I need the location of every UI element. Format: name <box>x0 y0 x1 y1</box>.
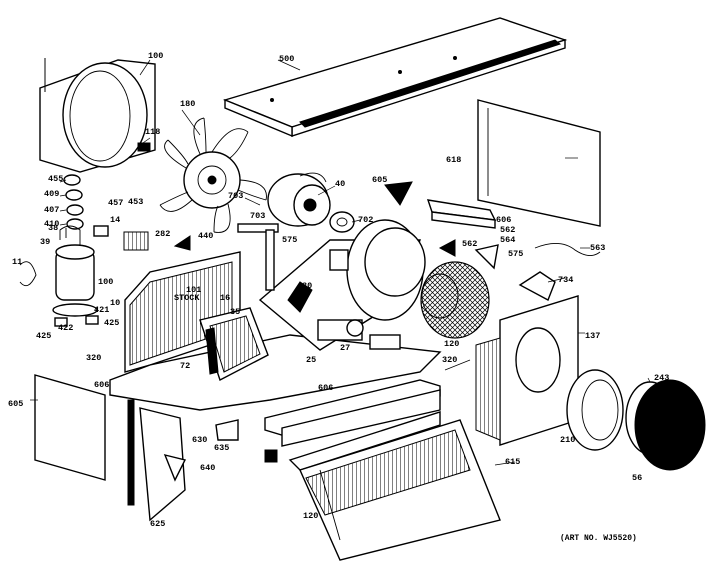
callout-fan-blade: 180 <box>180 99 195 109</box>
callout-motor-bracket: 703 <box>250 211 265 221</box>
mount-hardware <box>63 142 191 251</box>
callout-panel-left: 605 <box>8 399 23 409</box>
callout-blower: 30 <box>302 281 312 291</box>
callout-grommet-b: 410 <box>44 219 59 229</box>
callout-grommet-a: 407 <box>44 205 59 215</box>
callout-motor-mount: 703 <box>228 191 243 201</box>
condenser-shroud <box>39 58 156 173</box>
callout-condenser: 101 <box>186 285 201 295</box>
callout-scroll-b: 35 <box>230 307 240 317</box>
callout-bush: 734 <box>558 275 573 285</box>
callout-wire: 563 <box>590 243 605 253</box>
callout-bar-c: 564 <box>500 235 515 245</box>
callout-500: 500 <box>279 54 294 64</box>
callout-nut-a: 455 <box>48 174 63 184</box>
callout-thermo: STOCK <box>174 293 200 303</box>
right-side-panel <box>477 99 601 256</box>
callout-clip: 14 <box>110 215 120 225</box>
callout-nut-b: 409 <box>44 189 59 199</box>
callout-wheel: 120 <box>444 339 459 349</box>
callout-tri: 562 <box>462 239 477 249</box>
callout-filter: 640 <box>200 463 215 473</box>
callout-channel: 625 <box>150 519 165 529</box>
callout-tube-b: 39 <box>40 237 50 247</box>
front-bulkhead <box>475 295 579 446</box>
callout-guard: 56 <box>632 473 642 483</box>
callout-wedge: 440 <box>198 231 213 241</box>
fan-motor <box>267 172 331 227</box>
callout-ring: 210 <box>560 435 575 445</box>
callout-mount-b: 422 <box>58 323 73 333</box>
callout-mount-a: 425 <box>36 331 51 341</box>
callout-spring: 118 <box>145 127 160 137</box>
callout-panel-right: 618 <box>446 155 461 165</box>
top-cover-plate <box>222 17 568 138</box>
callout-inlet-ring: 16 <box>220 293 230 303</box>
washer <box>329 211 355 233</box>
callout-motor: 40 <box>335 179 345 189</box>
callout-filter-small: 282 <box>155 229 170 239</box>
callout-tube-a: 38 <box>48 223 58 233</box>
left-front-panel <box>34 374 278 522</box>
mounting-bars <box>384 181 556 301</box>
callout-knob: 630 <box>192 435 207 445</box>
callout-compressor: 100 <box>98 277 113 287</box>
callout-washer: 702 <box>358 215 373 225</box>
callout-small-a: 606 <box>318 383 333 393</box>
art-number: (ART NO. WJ5520) <box>560 534 637 543</box>
blower-housing <box>329 219 490 339</box>
callout-evaporator: 72 <box>180 361 190 371</box>
callout-louver: 320 <box>442 355 457 365</box>
evaporator-section <box>199 307 269 381</box>
callout-bracket-a: 457 <box>108 198 123 208</box>
callout-hose: 11 <box>12 257 22 267</box>
drain-pan <box>264 379 441 447</box>
callout-mount-c: 421 <box>94 305 109 315</box>
callout-bracket-s: 635 <box>214 443 229 453</box>
callout-grille-top: 605 <box>372 175 387 185</box>
callout-plate-front: 615 <box>505 457 520 467</box>
callout-bracket-b: 453 <box>128 197 143 207</box>
callout-tri-b: 575 <box>508 249 523 259</box>
callout-shroud: 100 <box>148 51 163 61</box>
callout-leaders <box>30 59 651 466</box>
callout-panel-left-b: 606 <box>94 380 109 390</box>
front-grille <box>288 411 501 561</box>
callout-base-left: 10 <box>110 298 120 308</box>
callout-labels: 500 100 180 118 455 409 407 410 457 453 … <box>8 51 669 543</box>
callout-ring-b: 243 <box>654 373 669 383</box>
callout-cap: 575 <box>282 235 297 245</box>
condenser-fan-blade <box>159 117 267 233</box>
callout-cap-b: 27 <box>340 343 350 353</box>
callout-bar: 606 <box>496 215 511 225</box>
compressor <box>19 225 99 327</box>
callout-drain: 25 <box>306 355 316 365</box>
callout-mount-d: 425 <box>104 318 119 328</box>
callout-seal: 320 <box>86 353 101 363</box>
ring-and-guard <box>566 369 706 471</box>
callout-bar-b: 562 <box>500 225 515 235</box>
callout-scroll: 137 <box>585 331 600 341</box>
callout-frame-front: 120 <box>303 511 318 521</box>
